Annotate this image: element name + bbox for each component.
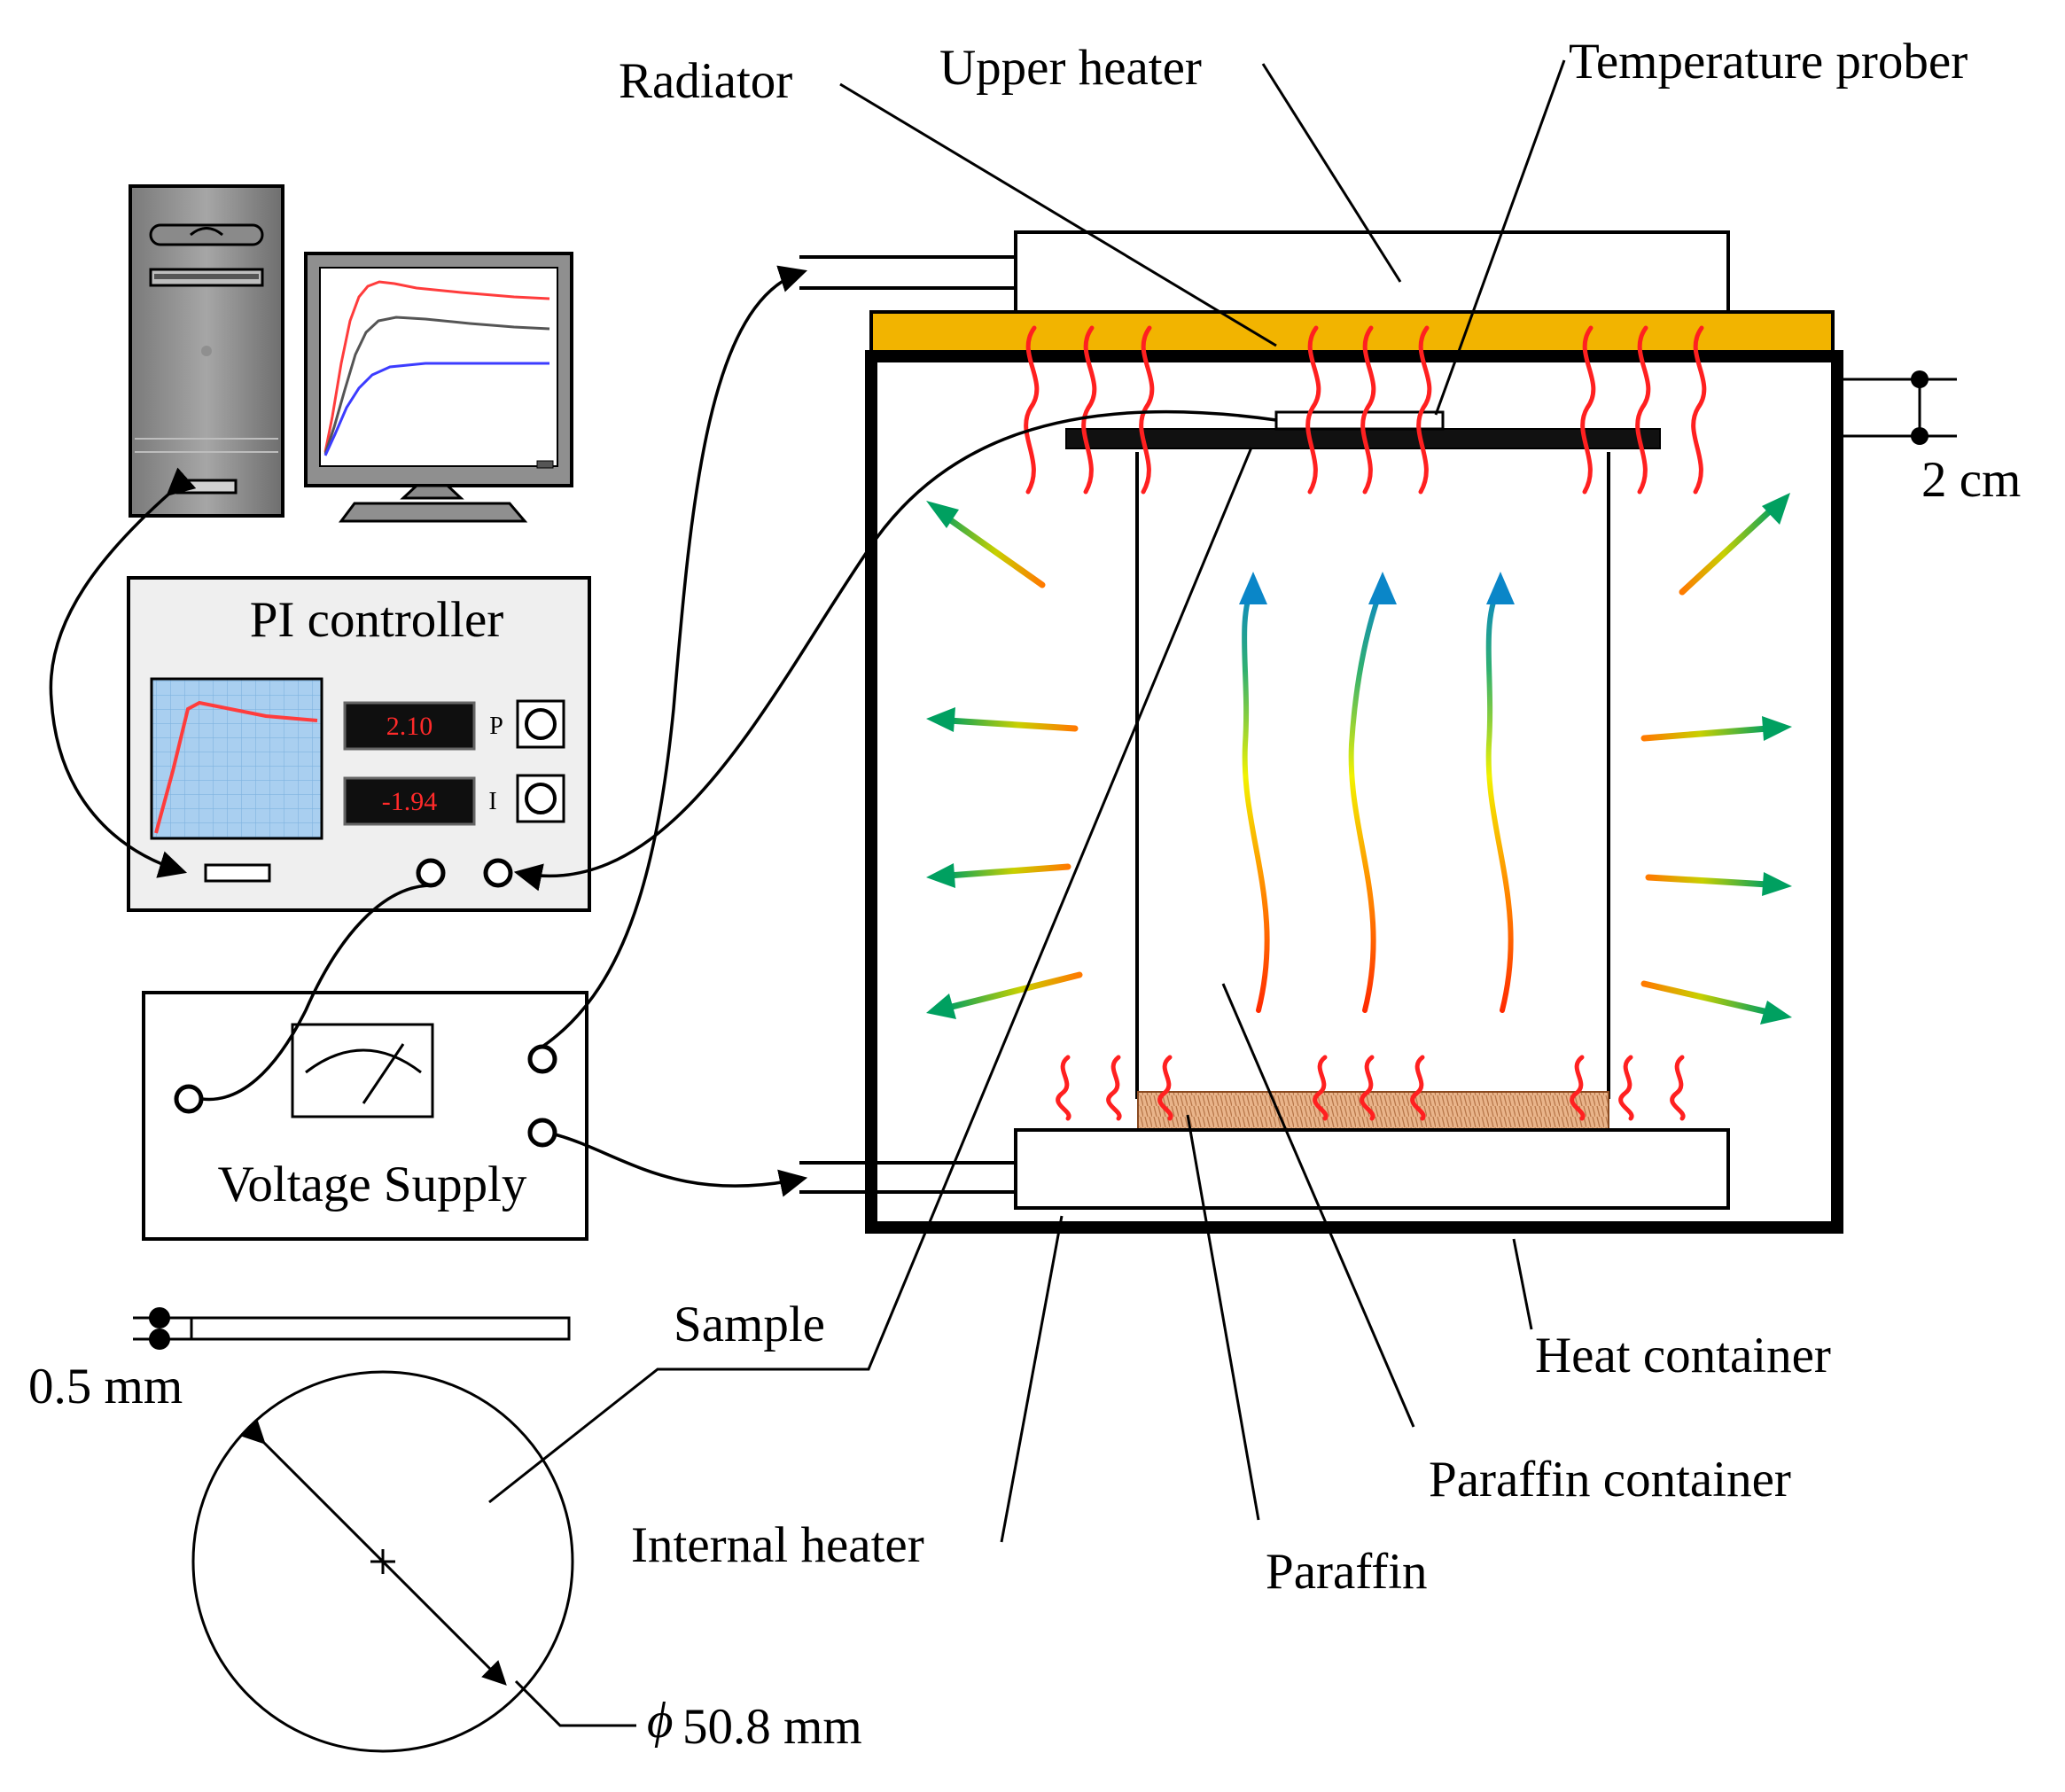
paraffin-container-label: Paraffin container [1429, 1452, 1791, 1508]
svg-text:-1.94: -1.94 [382, 787, 438, 816]
voltage-supply-label: Voltage Supply [218, 1157, 527, 1212]
controller-terminal-1 [416, 858, 446, 888]
controller-plot [150, 677, 323, 840]
internal-heater-label: Internal heater [631, 1517, 924, 1573]
thickness-label: 0.5 mm [28, 1359, 183, 1414]
convection-arrowheads [1239, 572, 1515, 604]
temperature-probe [1274, 410, 1445, 431]
diameter-label: 50.8 mm [682, 1699, 862, 1755]
sample-top-view [191, 1370, 574, 1753]
sample-thickness-view [133, 1307, 571, 1350]
dim-2cm [1837, 370, 1957, 445]
i-adjust-knob[interactable] [516, 774, 565, 823]
supply-terminal-bottom [527, 1118, 557, 1148]
controller-port [204, 863, 271, 883]
pi-controller: PI controller 2.10 P -1.94 I [127, 576, 591, 912]
monitor [304, 252, 573, 523]
upper-heater [799, 230, 1730, 316]
heat-loss-arrows-right [1640, 503, 1778, 1016]
convection-arrows [1242, 582, 1514, 1013]
p-label: P [489, 713, 503, 740]
sample-label: Sample [674, 1297, 825, 1352]
i-readout: -1.94 I [343, 776, 497, 826]
heat-container-label: Heat container [1535, 1328, 1831, 1383]
heat-loss-arrows-left [936, 509, 1083, 1011]
voltmeter-gauge [291, 1023, 434, 1118]
controller-terminal-2 [483, 858, 513, 888]
temperature-prober-label: Temperature prober [1569, 34, 1968, 90]
paraffin-label: Paraffin [1266, 1544, 1428, 1600]
dim-2cm-label: 2 cm [1921, 452, 2021, 508]
pi-controller-label: PI controller [250, 592, 504, 648]
supply-terminal-left [174, 1084, 204, 1114]
paraffin-container [1135, 452, 1610, 1099]
internal-heater [799, 1128, 1730, 1210]
i-label: I [488, 788, 496, 815]
voltage-supply: Voltage Supply [142, 991, 588, 1241]
radiator-plate [869, 310, 1835, 355]
leader-lines [488, 59, 1566, 1727]
supply-terminal-top [527, 1044, 557, 1074]
heat-waves-bottom [1056, 1055, 1686, 1121]
phi-symbol: ϕ [647, 1693, 674, 1749]
heat-container [865, 350, 1843, 1234]
paraffin-layer [1137, 1091, 1609, 1130]
heat-loss-arrowheads-left [926, 501, 959, 1019]
p-adjust-knob[interactable] [516, 699, 565, 749]
tower-port [175, 479, 238, 495]
svg-text:2.10: 2.10 [386, 712, 433, 741]
wires [49, 265, 1277, 1197]
upper-heater-label: Upper heater [939, 40, 1202, 96]
p-readout: 2.10 P [343, 701, 503, 751]
radiator-label: Radiator [619, 53, 792, 109]
heat-waves-top [1024, 325, 1707, 495]
computer-tower [129, 184, 284, 518]
heat-loss-arrowheads-right [1760, 493, 1792, 1025]
